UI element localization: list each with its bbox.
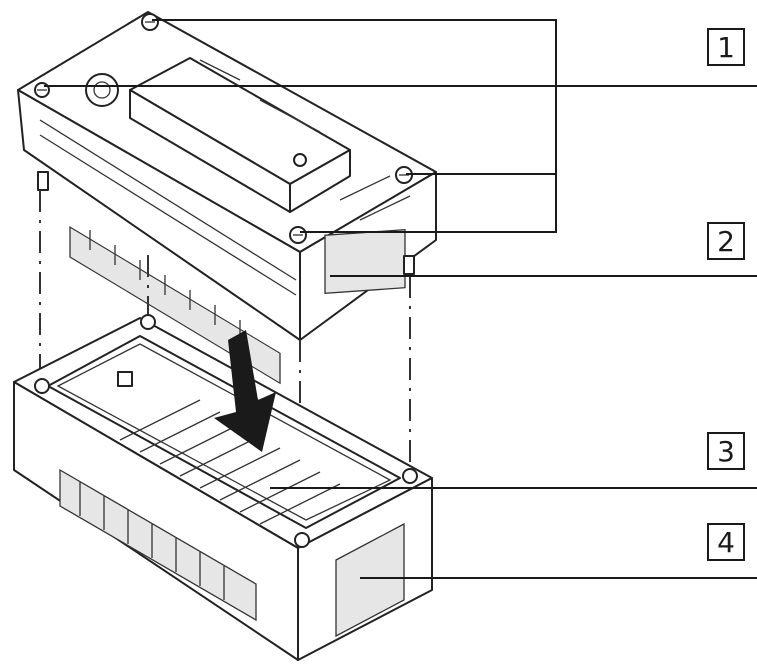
callout-4: 4 <box>707 523 745 561</box>
lower-housing <box>13 314 433 661</box>
callout-1: 1 <box>707 28 745 66</box>
upper-module <box>17 11 437 385</box>
screw-icon <box>289 226 307 244</box>
callout-1-label: 1 <box>717 30 735 64</box>
housing-contacts <box>119 399 341 525</box>
assembly-arrow-icon <box>214 330 276 452</box>
callout-3-label: 3 <box>717 434 735 468</box>
callout-2-label: 2 <box>717 224 735 258</box>
callout-4-label: 4 <box>717 525 735 559</box>
upper-module-pins <box>69 226 281 385</box>
leader-lines <box>44 19 757 579</box>
callout-3: 3 <box>707 432 745 470</box>
screw-icon <box>141 13 159 31</box>
callout-2: 2 <box>707 222 745 260</box>
